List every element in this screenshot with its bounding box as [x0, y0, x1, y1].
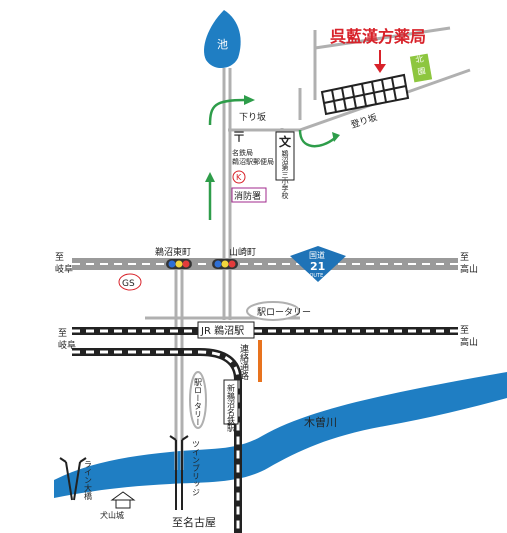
school-label: 鵜沼第三小学校 — [281, 149, 289, 200]
station-rotary-side — [189, 371, 207, 429]
passage-label: 連絡通路 — [238, 343, 249, 381]
to-gifu-1-b: 岐阜 — [55, 263, 73, 275]
post-office-label-1: 名鉄局 — [232, 148, 253, 157]
line-bridge-label: ライン大橋 — [84, 460, 93, 501]
unuma-higashi-label: 鵜沼東町 — [155, 246, 191, 258]
store-blocks — [320, 73, 410, 116]
fire-station-label: 消防署 — [234, 190, 261, 202]
route21-shield — [290, 246, 346, 282]
downhill-label: 下り坂 — [239, 112, 266, 123]
kiso-river-label: 木曽川 — [304, 415, 337, 429]
arrow-head-3 — [332, 132, 340, 142]
line-bridge — [59, 457, 87, 501]
traffic-light-1 — [166, 259, 192, 269]
to-takayama-1-b: 高山 — [460, 263, 478, 275]
route21-kanji: 国道 — [309, 250, 325, 260]
inuyama-castle-label: 犬山城 — [100, 510, 124, 520]
to-nagoya-label: 至名古屋 — [172, 515, 216, 529]
arrow-head-2 — [205, 172, 215, 182]
fire-station-box — [231, 187, 267, 203]
to-takayama-1-a: 至 — [460, 252, 469, 263]
route-arrows — [208, 98, 336, 220]
store-arrow-head — [374, 64, 386, 73]
kita-park-label: 北 — [415, 55, 424, 65]
kiso-river — [54, 372, 507, 498]
gs-icon — [118, 273, 142, 291]
post-office-label-2: 鵜沼駅郵便局 — [232, 157, 274, 166]
jr-railway — [72, 327, 458, 335]
castle-icon — [110, 491, 136, 509]
twin-bridge — [169, 435, 189, 510]
k-mark-icon — [232, 170, 246, 184]
pond — [204, 10, 241, 69]
route21-number: 21 — [310, 260, 325, 273]
kita-park-label-2: 園 — [417, 66, 426, 76]
station-rotary-top — [246, 301, 300, 321]
kita-park — [409, 53, 433, 83]
uphill-label: 登り坂 — [350, 112, 379, 131]
school-icon: 文 — [279, 134, 292, 149]
to-gifu-1-a: 至 — [55, 252, 64, 263]
jr-station-box — [197, 321, 255, 339]
route21-en: ROUTE — [306, 273, 323, 279]
gs-label: GS — [122, 279, 135, 289]
to-takayama-2-b: 高山 — [460, 336, 478, 348]
station-rotary-side-label: 駅ロータリー — [194, 378, 203, 426]
passage-line — [258, 340, 262, 382]
pond-label: 池 — [217, 38, 228, 51]
yamasaki-label: 山崎町 — [229, 246, 256, 258]
to-takayama-2-a: 至 — [460, 325, 469, 336]
to-gifu-2-a: 至 — [58, 328, 67, 339]
traffic-light-2 — [212, 259, 238, 269]
twin-bridge-label: ツインブリッジ — [192, 440, 201, 496]
meitetsu-station-label: 新鵜沼名鉄駅 — [227, 383, 236, 433]
arrow-head-1 — [244, 95, 255, 105]
post-office-icon: 〒 — [232, 130, 246, 146]
k-mark-label: K — [236, 173, 242, 182]
station-rotary-top-label: 駅ロータリー — [257, 307, 311, 318]
jr-station-label: JR 鵜沼駅 — [200, 324, 244, 337]
meitetsu-railway — [72, 348, 242, 533]
store-name: 呉藍漢方薬局 — [330, 27, 426, 46]
meitetsu-station-box — [223, 379, 239, 425]
school-box — [275, 131, 295, 181]
to-gifu-2-b: 岐阜 — [58, 339, 76, 351]
